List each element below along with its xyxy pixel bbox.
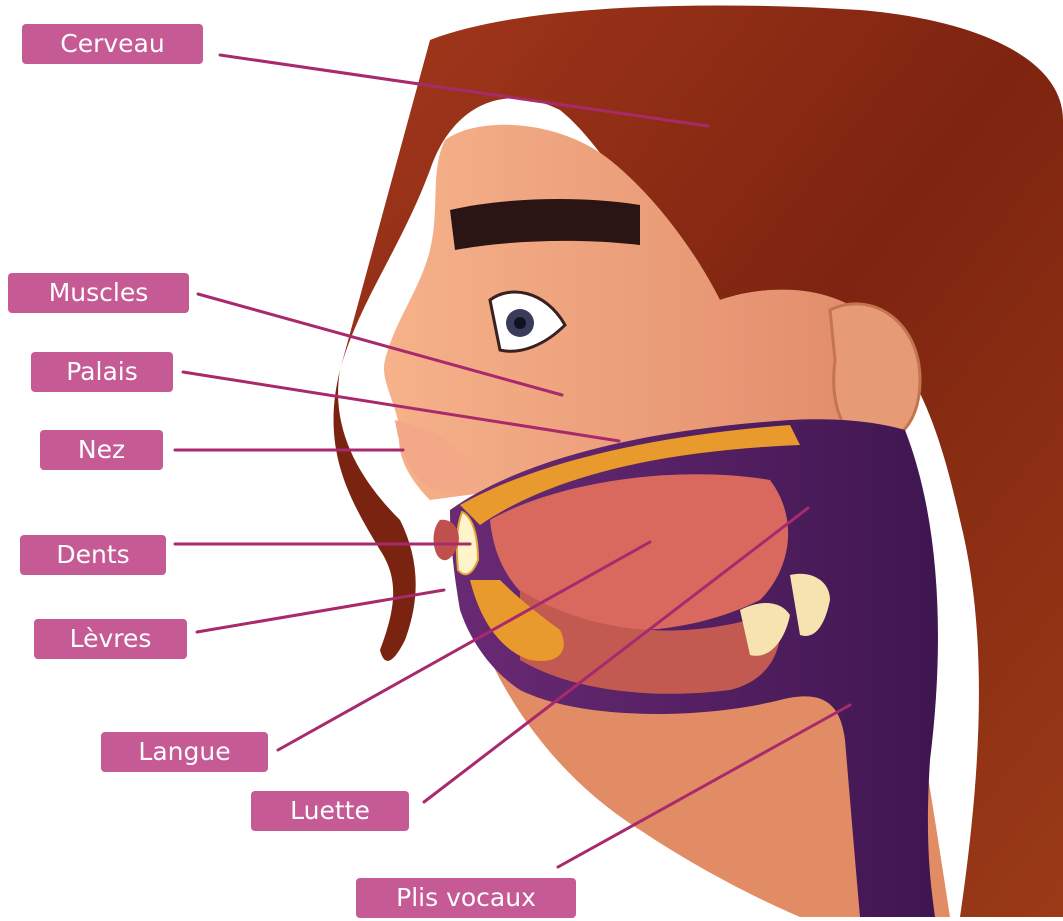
label-langue: Langue [101, 732, 268, 772]
leader-line-levres [197, 590, 444, 632]
label-nez: Nez [40, 430, 163, 470]
label-luette: Luette [251, 791, 409, 831]
leader-line-muscles [198, 294, 562, 395]
leader-line-palais [183, 372, 619, 441]
label-cerveau: Cerveau [22, 24, 203, 64]
leader-line-plis [558, 705, 850, 867]
label-dents: Dents [20, 535, 166, 575]
label-plis-vocaux: Plis vocaux [356, 878, 576, 918]
leader-line-langue [278, 542, 650, 750]
leader-line-cerveau [220, 55, 708, 126]
label-levres: Lèvres [34, 619, 187, 659]
label-palais: Palais [31, 352, 173, 392]
leader-line-luette [424, 508, 808, 802]
label-muscles: Muscles [8, 273, 189, 313]
